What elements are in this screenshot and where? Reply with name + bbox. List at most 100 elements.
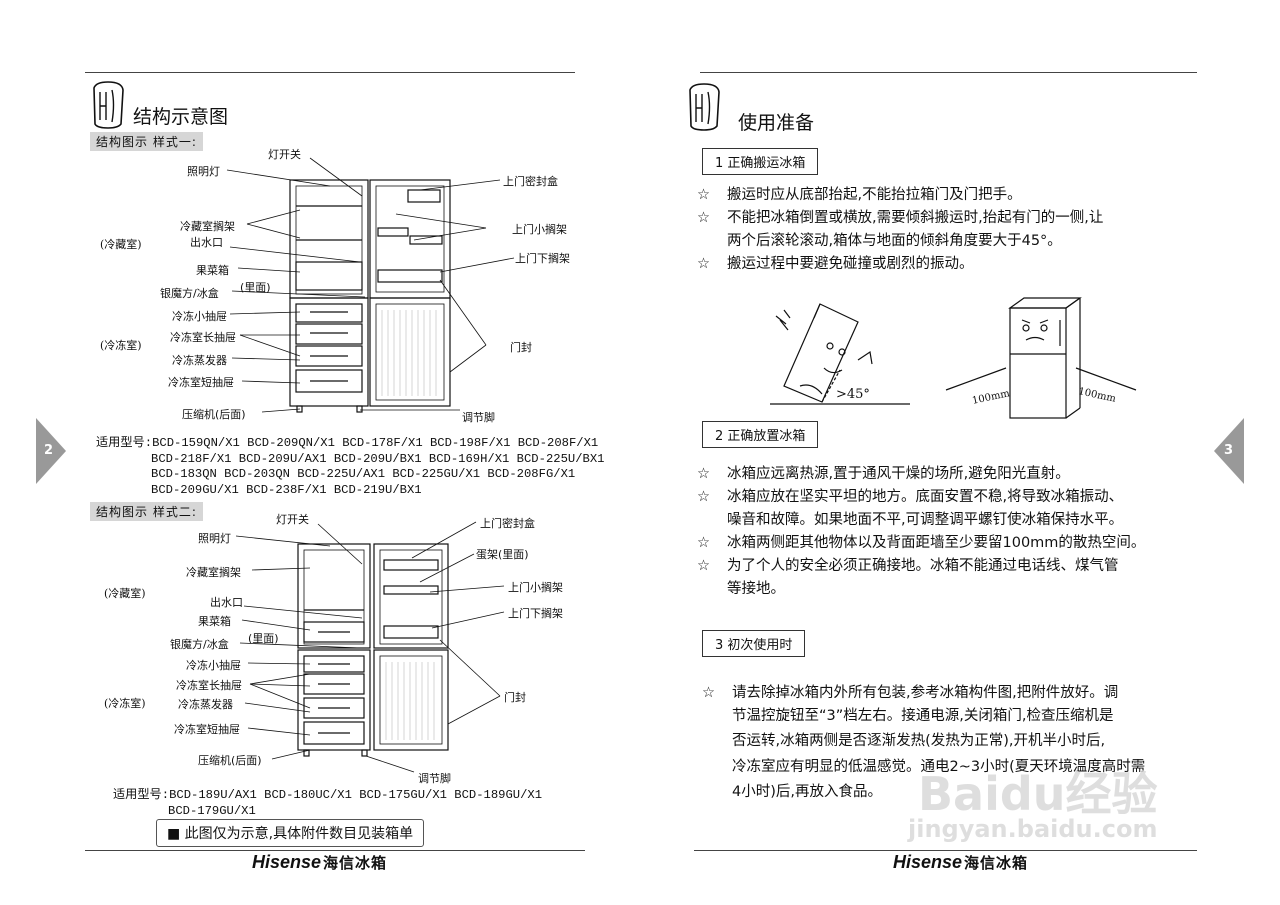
sec3-item-cont: 节温控旋钮至“3”档左右。接通电源,关闭箱门,检查压缩机是 xyxy=(732,708,1114,724)
page-title-right: 使用准备 xyxy=(738,112,815,134)
sec2-item: ☆冰箱应远离热源,置于通风干燥的场所,避免阳光直射。 xyxy=(697,463,1070,486)
d1-crisper-label: 果菜箱 xyxy=(196,264,229,277)
star-icon: ☆ xyxy=(697,187,710,203)
sec3-item-cont: 冷冻室应有明显的低温感觉。通电2~3小时(夏天环境温度高时需 xyxy=(732,759,1146,775)
page-number-left: 2 xyxy=(44,443,54,458)
d2-long-drawer-label: 冷冻室长抽屉 xyxy=(176,679,242,692)
d1-zone-fridge: (冷藏室) xyxy=(100,238,142,251)
page-number-right: 3 xyxy=(1224,443,1234,458)
star-icon: ☆ xyxy=(697,535,710,551)
watermark-url: jingyan.baidu.com xyxy=(908,815,1158,843)
d2-upper-lower-rack-label: 上门下搁架 xyxy=(508,607,563,620)
d1-inside-label: (里面) xyxy=(240,281,271,294)
fridge-logo-icon xyxy=(689,83,720,131)
d2-lamp-label: 照明灯 xyxy=(198,532,231,545)
d1-upper-lower-rack-label: 上门下搁架 xyxy=(515,252,570,265)
d2-fridge-shelf-label: 冷藏室搁架 xyxy=(186,566,241,579)
star-icon: ☆ xyxy=(697,489,710,505)
d1-evaporator-label: 冷冻蒸发器 xyxy=(172,354,227,367)
d1-zone-freezer: (冷冻室) xyxy=(100,339,142,352)
models1-line: BCD-183QN BCD-203QN BCD-225U/AX1 BCD-225… xyxy=(151,467,576,481)
sec2-item: ☆为了个人的安全必须正确接地。冰箱不能通过电话线、煤气管 xyxy=(697,555,1119,578)
sec1-item-cont: 两个后滚轮滚动,箱体与地面的倾斜角度要大于45°。 xyxy=(727,233,1062,249)
bottom-rule-left xyxy=(85,850,585,851)
models2-line: 适用型号:BCD-189U/AX1 BCD-180UC/X1 BCD-175GU… xyxy=(113,788,543,802)
page-tab-right xyxy=(1214,418,1244,484)
angle-label: >45° xyxy=(836,387,870,402)
d2-light-switch-label: 灯开关 xyxy=(276,513,309,526)
logo-en: Hisense xyxy=(893,852,963,872)
d2-crisper-label: 果菜箱 xyxy=(198,615,231,628)
d2-zone-freezer: (冷冻室) xyxy=(104,697,146,710)
sec3-item: ☆请去除掉冰箱内外所有包装,参考冰箱构件图,把附件放好。调 xyxy=(702,681,1118,705)
logo-en: Hisense xyxy=(252,852,322,872)
models1-line: 适用型号:BCD-159QN/X1 BCD-209QN/X1 BCD-178F/… xyxy=(96,436,599,450)
d1-upper-small-rack-label: 上门小搁架 xyxy=(512,223,567,236)
style2-label: 结构图示 样式二: xyxy=(90,502,203,521)
accessory-note: ■ 此图仅为示意,具体附件数目见装箱单 xyxy=(156,819,425,847)
logo-cn: 海信冰箱 xyxy=(323,855,388,872)
d1-water-outlet-label: 出水口 xyxy=(190,236,223,249)
sec1-item: ☆搬运时应从底部抬起,不能抬拉箱门及门把手。 xyxy=(697,184,1022,207)
style1-label: 结构图示 样式一: xyxy=(90,132,203,151)
top-rule-right xyxy=(700,72,1197,73)
fridge-diagram-1 xyxy=(226,157,515,413)
d1-ice-box-label: 银魔方/冰盒 xyxy=(160,287,219,300)
d1-door-seal-label: 门封 xyxy=(510,341,532,354)
d2-upper-seal-box-label: 上门密封盒 xyxy=(480,517,535,530)
section-1-heading: 1 正确搬运冰箱 xyxy=(702,148,819,175)
sec1-item: ☆不能把冰箱倒置或横放,需要倾斜搬运时,抬起有门的一侧,让 xyxy=(697,207,1103,230)
star-icon: ☆ xyxy=(697,256,710,272)
sec3-item-cont: 否运转,冰箱两侧是否逐渐发热(发热为正常),开机半小时后, xyxy=(732,733,1106,749)
page-title-left: 结构示意图 xyxy=(133,106,229,128)
d1-lamp-label: 照明灯 xyxy=(187,165,220,178)
d2-water-outlet-label: 出水口 xyxy=(210,596,243,609)
models1-line: BCD-209GU/X1 BCD-238F/X1 BCD-219U/BX1 xyxy=(151,482,422,497)
logo-cn: 海信冰箱 xyxy=(964,855,1029,872)
d2-zone-fridge: (冷藏室) xyxy=(104,587,146,600)
sec3-item-cont: 4小时)后,再放入食品。 xyxy=(732,784,882,800)
d2-inside-label: (里面) xyxy=(248,632,279,645)
d2-upper-small-rack-label: 上门小搁架 xyxy=(508,581,563,594)
sec2-item: ☆冰箱应放在坚实平坦的地方。底面安置不稳,将导致冰箱振动、 xyxy=(697,486,1123,509)
star-icon: ☆ xyxy=(697,210,710,226)
d2-door-seal-label: 门封 xyxy=(504,691,526,704)
d2-ice-box-label: 银魔方/冰盒 xyxy=(170,638,229,651)
d1-upper-seal-box-label: 上门密封盒 xyxy=(503,175,558,188)
d2-evaporator-label: 冷冻蒸发器 xyxy=(178,698,233,711)
moving-illustration xyxy=(770,297,1137,419)
d2-egg-rack-label: 蛋架(里面) xyxy=(476,548,529,561)
d2-short-drawer-label: 冷冻室短抽屉 xyxy=(174,723,240,736)
d1-compressor-label: 压缩机(后面) xyxy=(182,408,246,421)
d1-fridge-shelf-label: 冷藏室搁架 xyxy=(180,220,235,233)
d1-short-drawer-label: 冷冻室短抽屉 xyxy=(168,376,234,389)
fridge-diagram-2 xyxy=(235,521,505,773)
models2-line: BCD-179GU/X1 xyxy=(168,803,256,818)
star-icon: ☆ xyxy=(697,466,710,482)
d2-small-drawer-label: 冷冻小抽屉 xyxy=(186,659,241,672)
star-icon: ☆ xyxy=(702,685,715,701)
models1-line: BCD-218F/X1 BCD-209U/AX1 BCD-209U/BX1 BC… xyxy=(151,451,605,466)
page-tab-left xyxy=(36,418,66,484)
d1-long-drawer-label: 冷冻室长抽屉 xyxy=(170,331,236,344)
sec2-item: ☆冰箱两侧距其他物体以及背面距墙至少要留100mm的散热空间。 xyxy=(697,532,1145,555)
top-rule-left xyxy=(85,72,575,73)
section-2-heading: 2 正确放置冰箱 xyxy=(702,421,819,448)
d1-adjust-foot-label: 调节脚 xyxy=(462,411,495,424)
bottom-rule-right xyxy=(694,850,1197,851)
d2-compressor-label: 压缩机(后面) xyxy=(198,754,262,767)
models-list-1: 适用型号:BCD-159QN/X1 BCD-209QN/X1 BCD-178F/… xyxy=(96,436,604,498)
d1-light-switch-label: 灯开关 xyxy=(268,148,301,161)
fridge-logo-icon xyxy=(93,81,124,129)
models-list-2: 适用型号:BCD-189U/AX1 BCD-180UC/X1 BCD-175GU… xyxy=(113,788,542,819)
d1-small-drawer-label: 冷冻小抽屉 xyxy=(172,310,227,323)
sec2-item-cont: 噪音和故障。如果地面不平,可调整调平螺钉使冰箱保持水平。 xyxy=(727,512,1124,528)
d2-adjust-foot-label: 调节脚 xyxy=(418,772,451,785)
section-3-heading: 3 初次使用时 xyxy=(702,630,806,657)
watermark-brand: Baidu经验 xyxy=(918,767,1158,821)
sec2-item-cont: 等接地。 xyxy=(727,581,785,597)
star-icon: ☆ xyxy=(697,558,710,574)
sec1-item: ☆搬运过程中要避免碰撞或剧烈的振动。 xyxy=(697,253,974,276)
